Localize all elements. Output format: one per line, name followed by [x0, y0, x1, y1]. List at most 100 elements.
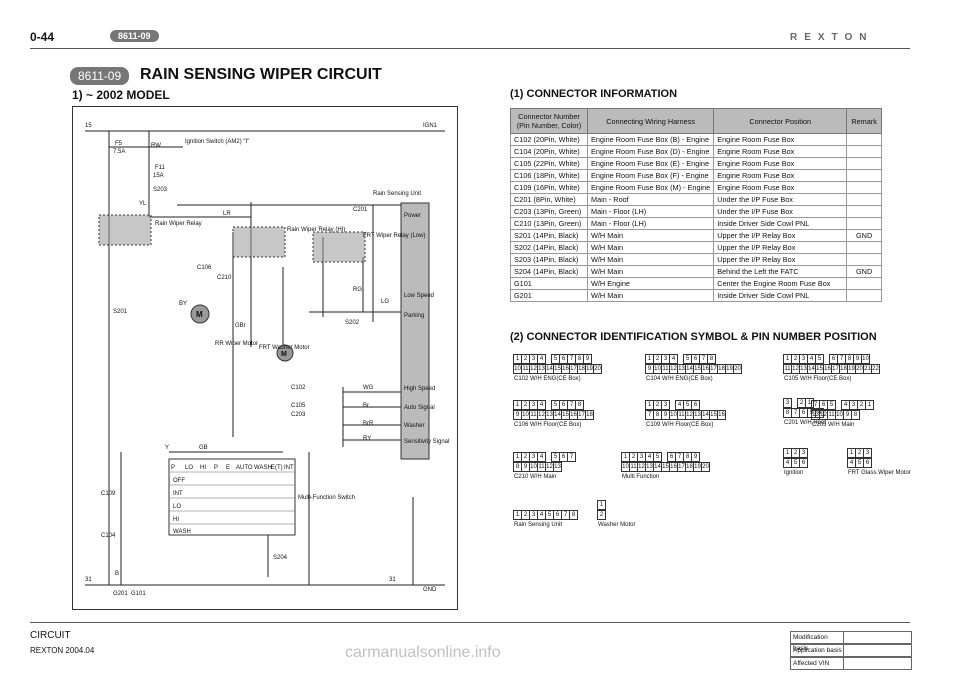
- svg-text:Ignition Switch (AM2) "I": Ignition Switch (AM2) "I": [185, 139, 249, 145]
- application-basis-box: Application basis: [790, 644, 912, 657]
- pin: 6: [863, 458, 872, 468]
- table-cell: Under the I/P Fuse Box: [713, 193, 848, 206]
- svg-text:S202: S202: [345, 320, 360, 326]
- svg-text:LR: LR: [223, 211, 231, 217]
- title-badge: 8611-09: [70, 67, 130, 85]
- svg-text:Rain Sensing Unit: Rain Sensing Unit: [373, 191, 421, 197]
- connector-table: Connector Number (Pin Number, Color) Con…: [510, 108, 882, 302]
- svg-text:15: 15: [85, 123, 92, 129]
- application-basis-label: Application basis: [791, 645, 844, 656]
- svg-text:P: P: [214, 465, 218, 471]
- table-cell: [846, 169, 882, 182]
- table-cell: Behind the Left the FATC: [713, 265, 848, 278]
- table-cell: Upper the I/P Relay Box: [713, 229, 848, 242]
- svg-text:Rain Wiper Relay: Rain Wiper Relay: [155, 221, 202, 227]
- connector-caption: FRT Glass Wiper Motor: [848, 470, 911, 476]
- table-cell: W/H Engine: [586, 277, 715, 290]
- table-cell: S203 (14Pin, Black): [510, 253, 588, 266]
- table-cell: W/H Main: [586, 253, 715, 266]
- svg-text:P: P: [171, 465, 175, 471]
- table-cell: [846, 253, 882, 266]
- svg-text:RR Wiper Motor: RR Wiper Motor: [215, 341, 258, 347]
- svg-text:OFF: OFF: [173, 478, 185, 484]
- pin: 20: [701, 462, 710, 472]
- svg-text:GBr: GBr: [235, 323, 246, 329]
- pin: 8: [575, 400, 584, 410]
- connector-caption: Rain Sensing Unit: [514, 522, 563, 528]
- svg-text:INT: INT: [173, 491, 183, 497]
- pin: 1: [865, 400, 874, 410]
- connector-caption: C104 W/H ENG(CE Box): [646, 376, 713, 382]
- svg-text:FRT Washer Motor: FRT Washer Motor: [259, 345, 310, 351]
- table-cell: [846, 145, 882, 158]
- table-cell: Engine Room Fuse Box (F) - Engine: [586, 169, 715, 182]
- pin: 8: [569, 510, 578, 520]
- svg-text:S203: S203: [153, 187, 168, 193]
- connector-caption: Washer Motor: [598, 522, 636, 528]
- connector-info-heading: (1) CONNECTOR INFORMATION: [510, 88, 678, 100]
- pin: 16: [717, 410, 726, 420]
- section-badge: 8611-09: [110, 30, 159, 42]
- table-cell: Engine Room Fuse Box (D) - Engine: [586, 145, 715, 158]
- col-connector-number: Connector Number (Pin Number, Color): [510, 108, 588, 134]
- connector-caption: Ignition: [784, 470, 804, 476]
- table-header-row: Connector Number (Pin Number, Color) Con…: [510, 108, 882, 134]
- table-cell: Upper the I/P Relay Box: [713, 241, 848, 254]
- table-cell: GND: [846, 265, 882, 278]
- pin: 8: [707, 354, 716, 364]
- svg-text:M: M: [281, 351, 287, 358]
- svg-text:GB: GB: [199, 445, 208, 451]
- col-remark: Remark: [846, 108, 882, 134]
- svg-text:15A: 15A: [153, 173, 164, 179]
- table-row: C105 (22Pin, White)Engine Room Fuse Box …: [510, 157, 882, 170]
- connector-caption: C210 W/H Main: [514, 474, 557, 480]
- pin: 4: [537, 400, 546, 410]
- svg-text:High Speed: High Speed: [404, 386, 435, 392]
- connector-id-heading: (2) CONNECTOR IDENTIFICATION SYMBOL & PI…: [510, 331, 877, 343]
- pin: 10: [861, 354, 870, 364]
- pin: 22: [871, 364, 880, 374]
- svg-text:B: B: [115, 571, 119, 577]
- table-cell: C201 (8Pin, White): [510, 193, 588, 206]
- model-heading: 1) ~ 2002 MODEL: [72, 88, 170, 102]
- table-row: C106 (18Pin, White)Engine Room Fuse Box …: [510, 169, 882, 182]
- pin: 4: [669, 354, 678, 364]
- svg-text:WG: WG: [363, 385, 374, 391]
- table-cell: Main - Floor (LH): [586, 217, 715, 230]
- svg-text:C105: C105: [291, 403, 306, 409]
- svg-text:G201: G201: [113, 591, 128, 597]
- table-cell: W/H Main: [586, 241, 715, 254]
- table-cell: G201: [510, 289, 588, 302]
- svg-text:31: 31: [85, 577, 92, 583]
- svg-text:Washer: Washer: [404, 423, 424, 429]
- wiring-diagram-svg: M M 15 IGN1 31 31 GND F5 7.5A F11 15A Ig…: [85, 123, 449, 597]
- svg-text:Rain Wiper Relay (HI): Rain Wiper Relay (HI): [287, 227, 345, 233]
- table-cell: [846, 193, 882, 206]
- watermark: carmanualsonline.info: [345, 644, 501, 661]
- svg-text:RG: RG: [353, 287, 362, 293]
- pin: 20: [733, 364, 742, 374]
- svg-text:BrR: BrR: [363, 421, 374, 427]
- footer-section: CIRCUIT: [30, 630, 71, 641]
- table-cell: W/H Main: [586, 289, 715, 302]
- table-cell: C105 (22Pin, White): [510, 157, 588, 170]
- pin: 5: [815, 354, 824, 364]
- footer-model-date: REXTON 2004.04: [30, 646, 95, 655]
- svg-text:C104: C104: [101, 533, 116, 539]
